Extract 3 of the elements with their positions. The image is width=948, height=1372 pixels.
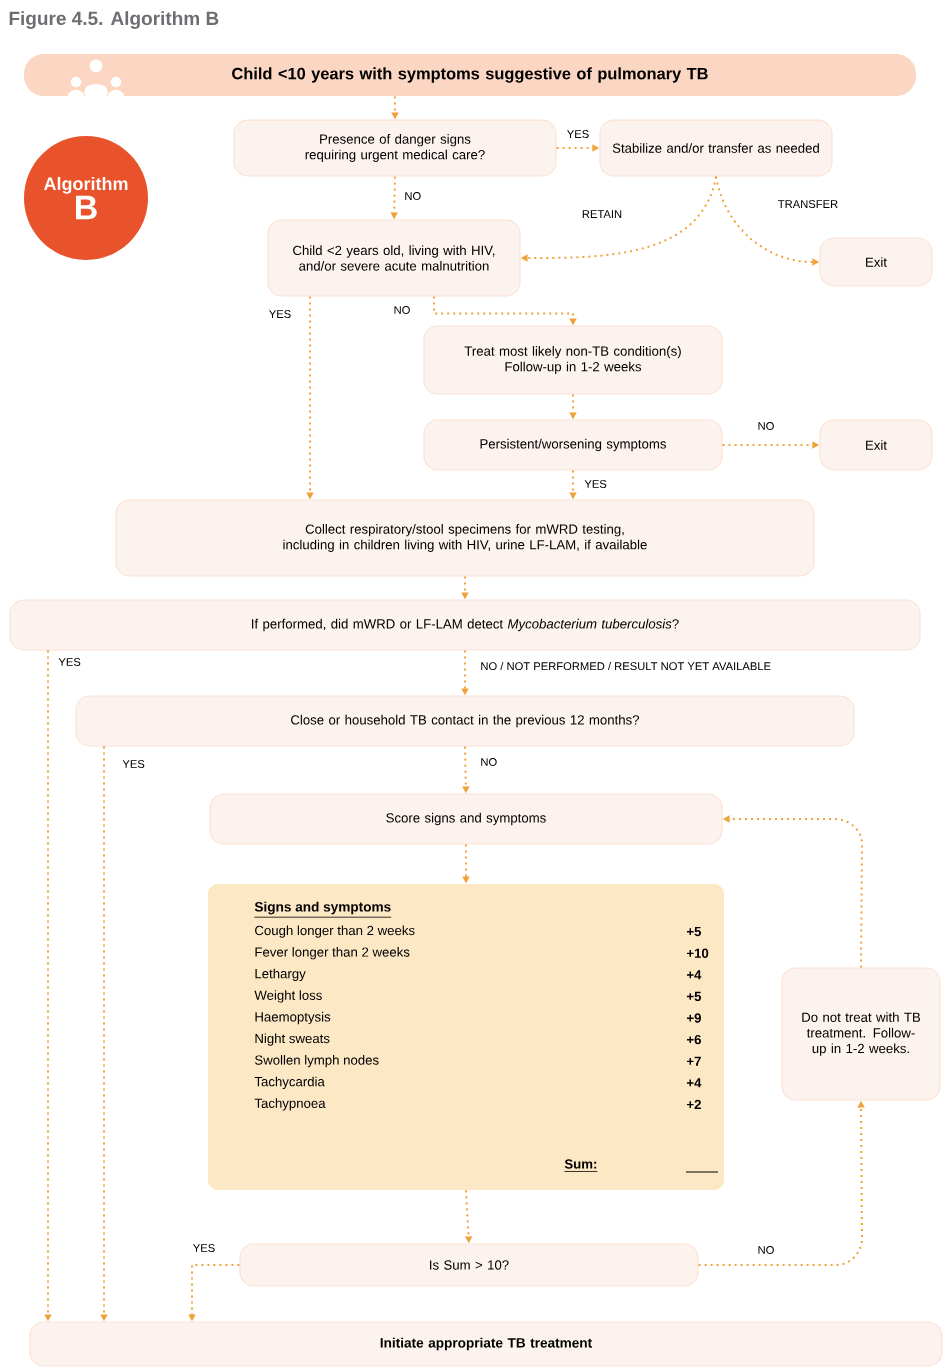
title-band: Child <10 years with symptoms suggestive of pulmonary TB (24, 54, 916, 96)
algorithm-badge: Algorithm B (24, 136, 148, 260)
figure-title: Figure 4.5. Algorithm B (9, 11, 219, 29)
